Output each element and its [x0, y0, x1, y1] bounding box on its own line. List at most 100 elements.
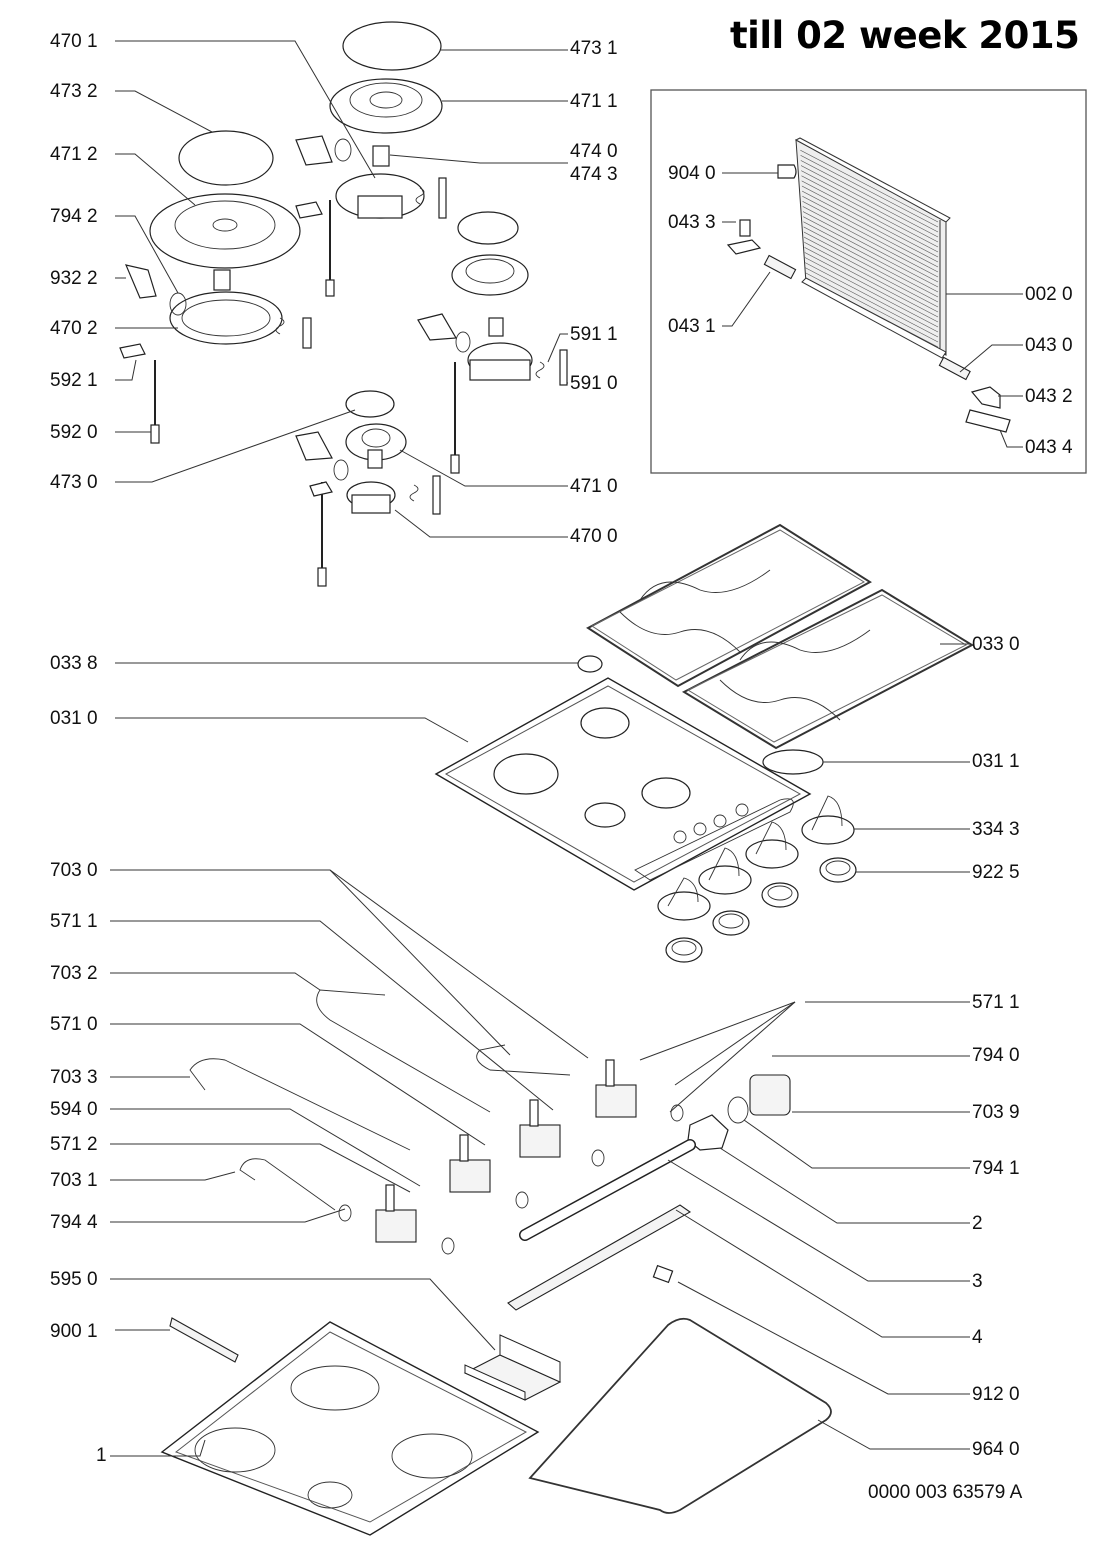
thermocouple-clip-part	[119, 343, 146, 359]
part-label-592-0: 592 0	[50, 422, 98, 443]
lid-hatch-line	[800, 204, 939, 278]
part-label-904-0: 904 0	[668, 163, 716, 184]
part-label-703-0: 703 0	[50, 860, 98, 881]
lid-hatch-line	[800, 194, 939, 268]
mounting-bracket-part	[507, 1204, 692, 1311]
gas-valves	[338, 1059, 684, 1255]
part-label-033-8: 033 8	[50, 653, 98, 674]
part-label-473-2: 473 2	[50, 81, 98, 102]
clip-part	[124, 264, 157, 299]
leader-line-571-1	[110, 920, 554, 1111]
part-label-571-1b: 571 1	[972, 992, 1020, 1013]
inset-frame	[650, 89, 1087, 474]
leader-line-470-0	[394, 509, 568, 538]
part-label-571-2: 571 2	[50, 1134, 98, 1155]
leader-line-703-0	[110, 869, 589, 1059]
burner-crown-medium-part	[451, 254, 529, 296]
part-label-3: 3	[972, 1271, 983, 1292]
part-label-043-2: 043 2	[1025, 386, 1073, 407]
leader-line-592-1	[115, 359, 137, 381]
leader-line-571-0	[110, 1023, 486, 1146]
lid-hatch-line	[800, 249, 939, 323]
lid-hatch-line	[800, 154, 939, 228]
part-label-043-1: 043 1	[668, 316, 716, 337]
fixing-clip-part	[169, 1317, 239, 1363]
leader-line-794-1	[743, 1119, 970, 1169]
injector-part	[372, 145, 390, 167]
lid-hatch-line	[800, 224, 939, 298]
leader-line-043-0	[959, 344, 1023, 373]
burner-cap-auxiliary-part	[345, 390, 395, 418]
part-label-594-0: 594 0	[50, 1099, 98, 1120]
lid-hatch-line	[800, 209, 939, 283]
lid-hatch-line	[800, 199, 939, 273]
part-label-1: 1	[96, 1445, 107, 1466]
leader-line-703-1	[110, 1171, 236, 1181]
part-label-592-1: 592 1	[50, 370, 98, 391]
part-label-912-0: 912 0	[972, 1384, 1020, 1405]
leader-line-964-0	[817, 1419, 970, 1450]
part-label-900-1: 900 1	[50, 1321, 98, 1342]
part-label-591-1: 591 1	[570, 324, 618, 345]
burner-cap-large-part	[178, 130, 274, 186]
leader-line-794-4	[110, 1208, 346, 1223]
leader-line-043-4	[999, 429, 1023, 448]
leader-line-595-0	[110, 1278, 496, 1351]
leader-line-471-2	[115, 153, 196, 206]
lid-hatch-line	[800, 244, 939, 318]
leader-line-473-2	[115, 90, 213, 133]
burner-cap-medium-part	[457, 211, 519, 245]
part-label-932-2: 932 2	[50, 268, 98, 289]
lid-hatch-line	[800, 259, 939, 333]
lid-hatch-line	[800, 214, 939, 288]
part-label-595-0: 595 0	[50, 1269, 98, 1290]
part-label-470-2: 470 2	[50, 318, 98, 339]
leader-line-470-1	[115, 40, 376, 179]
lid-hatch-line	[800, 189, 939, 263]
part-label-471-2: 471 2	[50, 144, 98, 165]
glass-lid-panel	[794, 137, 951, 359]
part-label-2: 2	[972, 1213, 983, 1234]
document-number: 0000 003 63579 A	[868, 1482, 1023, 1503]
electrode-part	[559, 349, 568, 386]
part-label-571-1: 571 1	[50, 911, 98, 932]
part-label-794-0: 794 0	[972, 1045, 1020, 1066]
lid-hatch-line	[800, 174, 939, 248]
part-label-591-0: 591 0	[570, 373, 618, 394]
part-label-474-0: 474 0	[570, 141, 618, 162]
hob-top-panel	[434, 677, 812, 891]
lid-hatch-line	[800, 149, 939, 223]
lid-hatch-line	[800, 264, 939, 338]
leader-line-912-0	[677, 1281, 970, 1395]
lid-hatch-line	[800, 179, 939, 253]
lid-hatch-line	[800, 219, 939, 293]
lid-hatch-line	[800, 269, 939, 343]
part-label-4: 4	[972, 1327, 983, 1348]
gas-inlet-fittings	[687, 1074, 791, 1151]
pan-supports	[586, 523, 975, 750]
lid-hatch-line	[800, 159, 939, 233]
part-label-043-3: 043 3	[668, 212, 716, 233]
part-label-002-0: 002 0	[1025, 284, 1073, 305]
lid-hatch-line	[800, 339, 939, 352]
rubber-foot-part	[577, 655, 603, 673]
leader-line-3	[667, 1159, 970, 1282]
leader-line-branch	[329, 869, 511, 1056]
part-label-334-3: 334 3	[972, 819, 1020, 840]
hinge-right-part	[970, 386, 1001, 409]
hinge-left-part	[726, 219, 762, 255]
part-label-703-2: 703 2	[50, 963, 98, 984]
leader-line-1	[110, 1439, 206, 1457]
lid-hatch-line	[800, 164, 939, 238]
lid-hatch-line	[800, 254, 939, 328]
lid-hatch-line	[800, 229, 939, 303]
leader-line-473-0	[115, 409, 356, 483]
elbow-connector-part	[749, 1074, 791, 1116]
knob-bezels	[665, 857, 857, 963]
inset-glass-lid	[650, 89, 1087, 474]
leader-line-branch	[674, 1001, 796, 1086]
part-label-703-9: 703 9	[972, 1102, 1020, 1123]
part-label-473-0: 473 0	[50, 472, 98, 493]
burner-cap-small-part	[342, 21, 442, 71]
